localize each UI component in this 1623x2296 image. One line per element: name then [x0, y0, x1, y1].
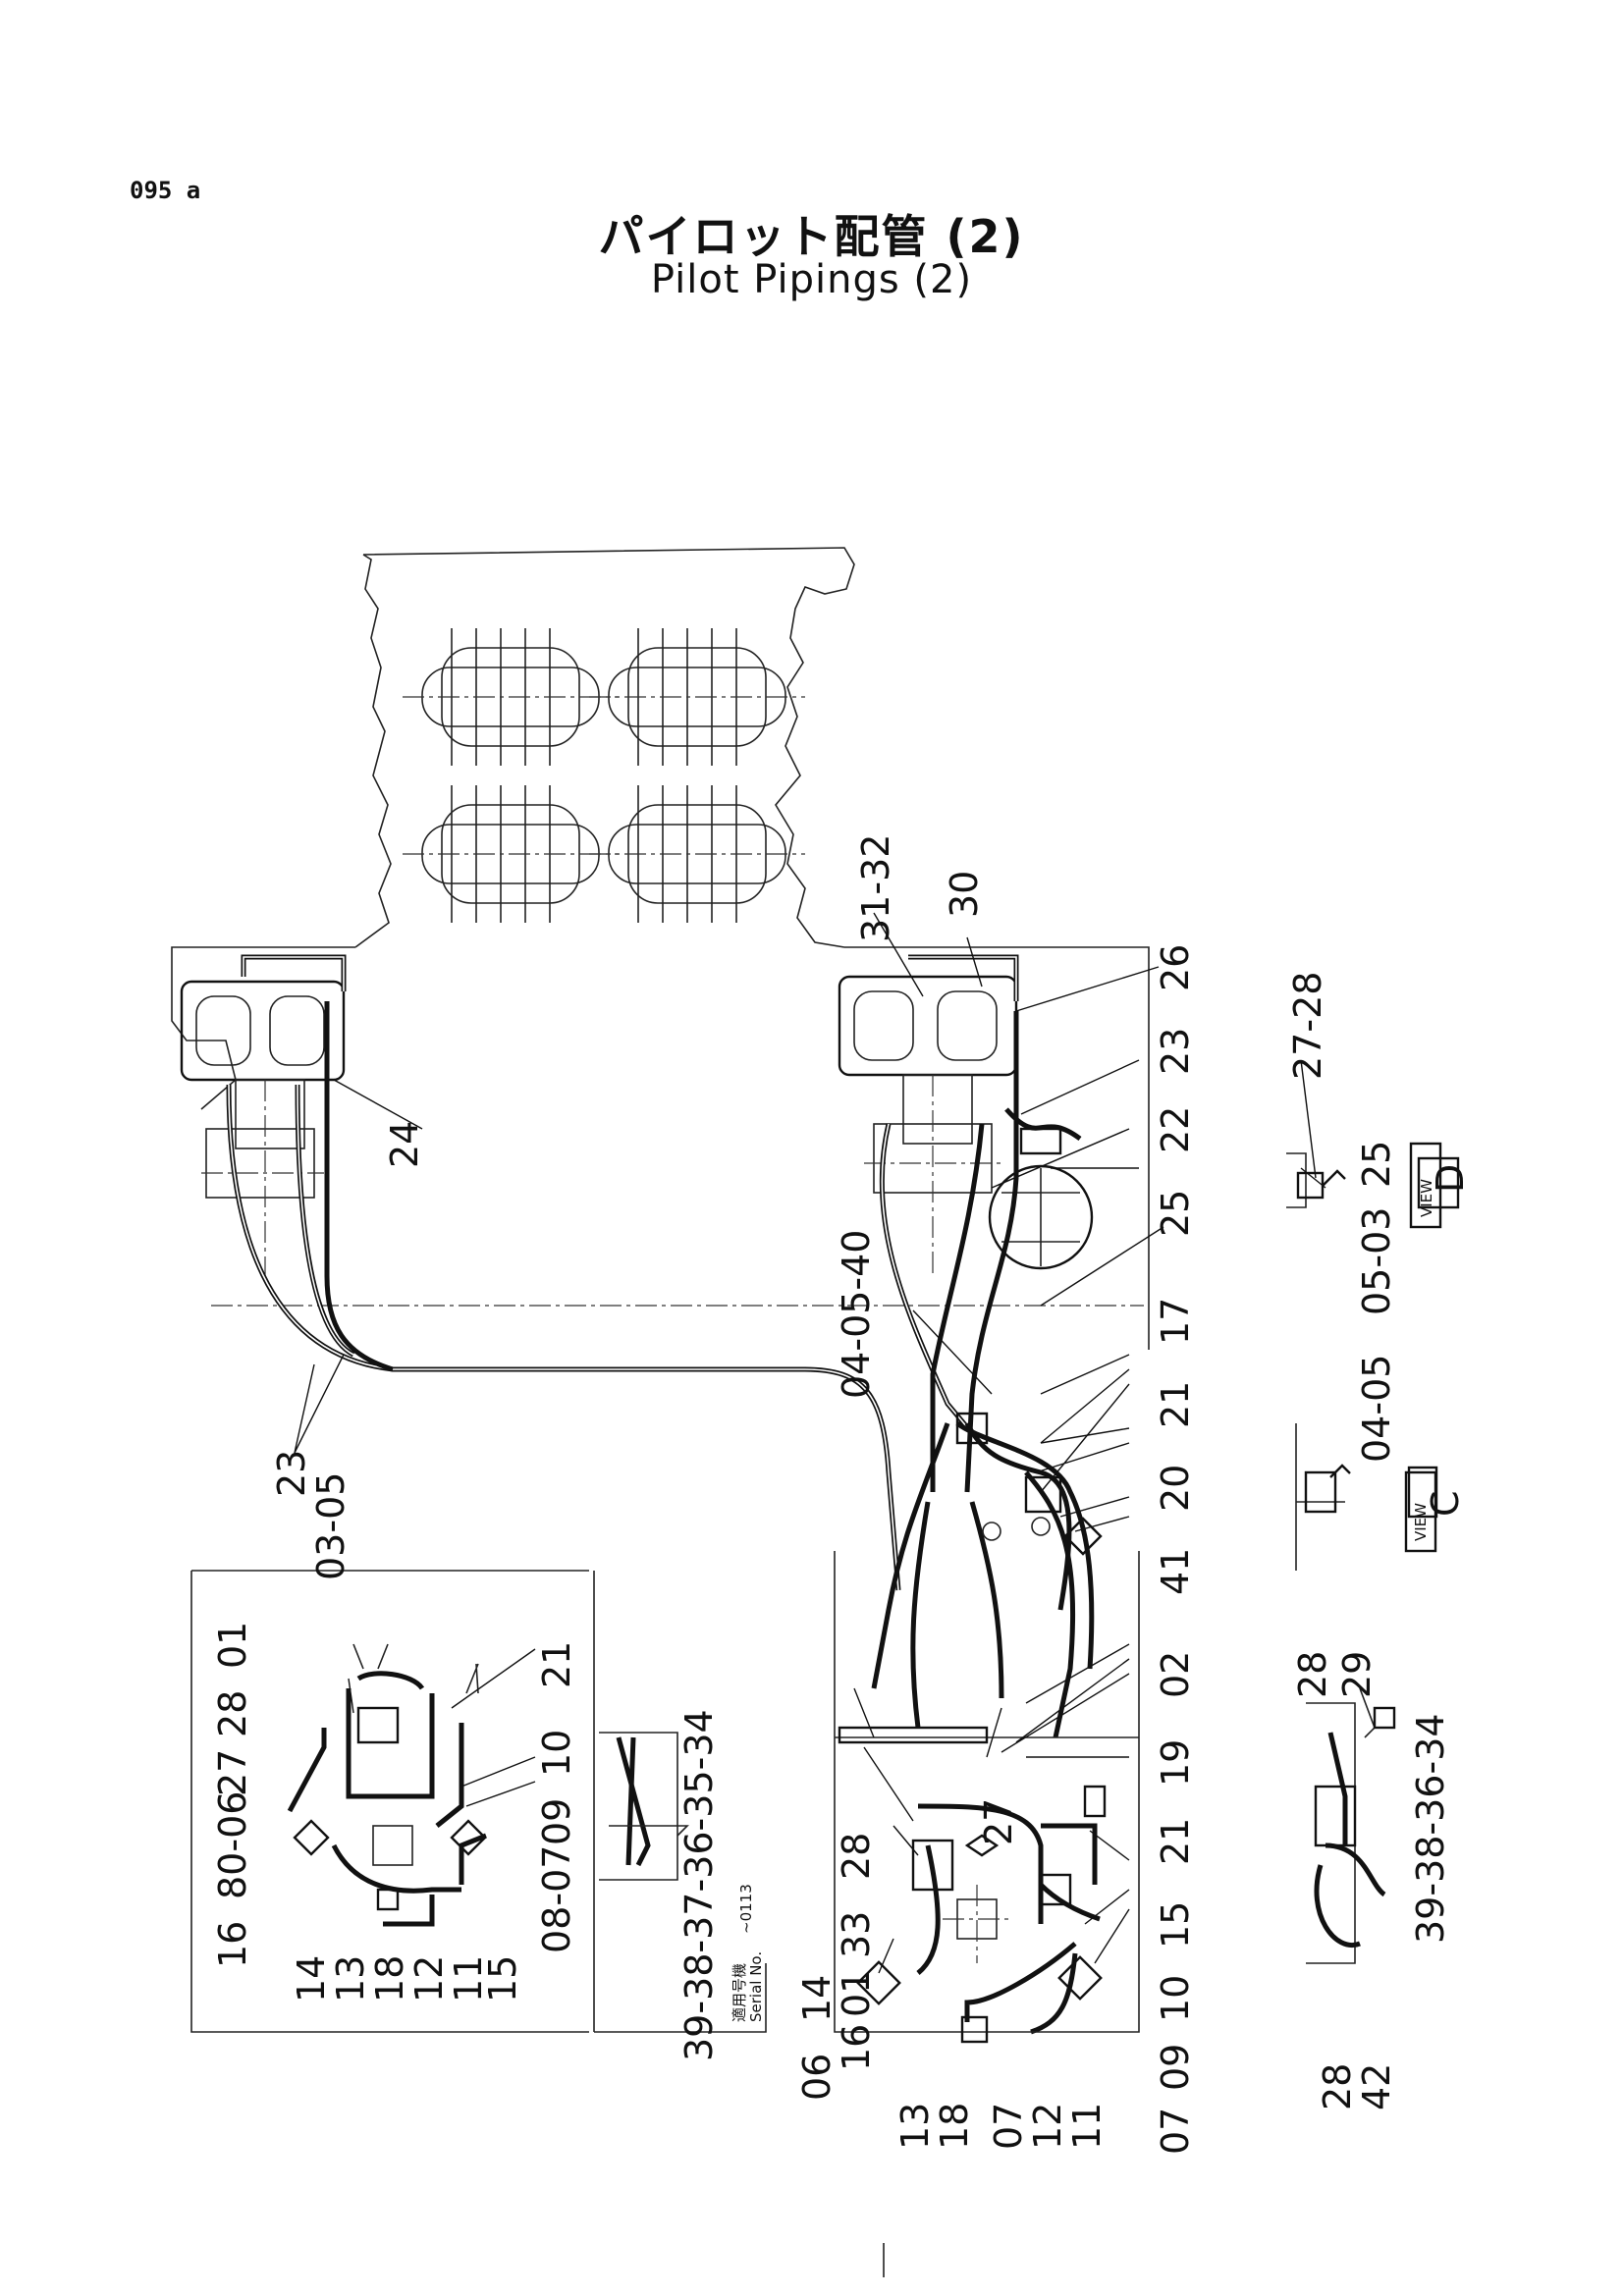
- lower-right-labels: 28 29 39-38-36-34 42 28: [1291, 1651, 1452, 2110]
- callout-01: 01: [835, 1970, 878, 2017]
- callout-11: 11: [1065, 2103, 1109, 2150]
- inset-callout-18: 18: [368, 1955, 411, 2002]
- inset-callout-01: 01: [211, 1622, 254, 1669]
- inset-callout-15: 15: [481, 1955, 524, 2002]
- view-c-labels: 04-05 VIEW C: [1355, 1355, 1467, 1553]
- view-d-letter: D: [1429, 1164, 1472, 1193]
- view-c-sketch: [1295, 1423, 1438, 1571]
- callout-23-left: 23: [270, 1450, 313, 1497]
- callout-22: 22: [1154, 1106, 1197, 1153]
- lower-frame: [834, 1551, 1140, 2044]
- callout-24: 24: [383, 1121, 426, 1168]
- callout-12: 12: [1026, 2103, 1069, 2150]
- callout-20: 20: [1154, 1465, 1197, 1512]
- inset-callout-group: 39-38-37-36-35-34: [677, 1709, 721, 2061]
- inset-callout-11: 11: [447, 1955, 490, 2002]
- callout-04-05-40: 04-05-40: [835, 1230, 878, 1399]
- inset-callout-28: 28: [211, 1690, 254, 1737]
- inset-callout-03-05: 03-05: [309, 1472, 352, 1580]
- view-d-sketch: [1286, 1152, 1460, 1209]
- callout-25: 25: [1154, 1190, 1197, 1237]
- callout-04-05-view: 04-05: [1355, 1355, 1398, 1463]
- callout-16: 16: [835, 2024, 878, 2071]
- inset-callout-14: 14: [290, 1955, 333, 2002]
- callout-17: 17: [1154, 1298, 1197, 1345]
- callout-09: 09: [1154, 2044, 1197, 2091]
- callout-34-group: 39-38-36-34: [1409, 1713, 1452, 1944]
- callout-13: 13: [893, 2103, 937, 2150]
- callout-25-view: 25: [1355, 1141, 1398, 1188]
- callouts-main: 31-32 30 26 23 22 25 17 04-05-40 21 20 4…: [270, 834, 1197, 2155]
- callout-07-lower: 07: [987, 2103, 1030, 2150]
- inset-callout-80-06: 80-06: [211, 1791, 254, 1899]
- view-d-labels: 27-28 25 05-03 VIEW D: [1286, 972, 1472, 1315]
- callout-10: 10: [1154, 1975, 1197, 2022]
- callout-28-upper: 28: [1291, 1651, 1334, 1698]
- callout-21: 21: [1154, 1381, 1197, 1428]
- serial-en: Serial No.: [747, 1951, 765, 2022]
- callout-31-32: 31-32: [854, 834, 897, 942]
- inset-callout-08-07: 08-07: [535, 1845, 578, 1953]
- callout-33: 33: [835, 1911, 878, 1958]
- manifolds: [955, 1412, 1103, 1556]
- inset-callout-21: 21: [535, 1641, 578, 1688]
- inset-callout-12: 12: [407, 1955, 451, 2002]
- callout-23: 23: [1154, 1028, 1197, 1075]
- callout-06: 06: [795, 2054, 839, 2101]
- inset-callout-27: 27: [211, 1749, 254, 1796]
- inset-callout-13: 13: [329, 1955, 372, 2002]
- callout-41: 41: [1154, 1548, 1197, 1595]
- callout-19: 19: [1154, 1739, 1197, 1787]
- callout-28: 28: [835, 1833, 878, 1880]
- title-japanese: パイロット配管 (2): [598, 210, 1025, 263]
- lower-right-sketch: [1306, 1687, 1396, 1964]
- page-number: 095 a: [130, 177, 201, 204]
- callout-42: 42: [1355, 2063, 1398, 2110]
- callout-21-lower: 21: [1154, 1818, 1197, 1865]
- callout-18: 18: [933, 2103, 976, 2150]
- inset-callout-10: 10: [535, 1730, 578, 1777]
- view-c-tag: VIEW: [1412, 1503, 1430, 1541]
- callout-07: 07: [1154, 2108, 1197, 2155]
- callout-27: 27: [977, 1798, 1020, 1845]
- hoses: [226, 954, 1101, 2035]
- leader-lines: [294, 912, 1326, 1974]
- view-d-tag: VIEW: [1418, 1179, 1435, 1217]
- callout-29: 29: [1335, 1651, 1379, 1698]
- inset-labels: 21 03-05 01 28 27 80-06 16 10 09 08-07 1…: [211, 1472, 765, 2061]
- callout-27-28: 27-28: [1286, 972, 1329, 1080]
- serial-jp: 適用号機: [730, 1963, 748, 2022]
- callout-14: 14: [795, 1975, 839, 2022]
- title-english: Pilot Pipings (2): [650, 257, 973, 302]
- callout-30: 30: [943, 871, 986, 918]
- inset-detail: [190, 1570, 767, 2033]
- callout-26: 26: [1154, 944, 1197, 991]
- control-valves: [403, 628, 805, 923]
- left-pilot-valve: [180, 980, 346, 1276]
- view-c-letter: C: [1424, 1490, 1467, 1517]
- inset-callout-16: 16: [211, 1921, 254, 1968]
- serial-value: ~0113: [737, 1884, 755, 1934]
- inset-callout-09: 09: [535, 1798, 578, 1845]
- callout-28-lower: 28: [1316, 2063, 1359, 2110]
- callout-15: 15: [1154, 1901, 1197, 1949]
- callout-02: 02: [1154, 1651, 1197, 1698]
- callout-05-03: 05-03: [1355, 1207, 1398, 1315]
